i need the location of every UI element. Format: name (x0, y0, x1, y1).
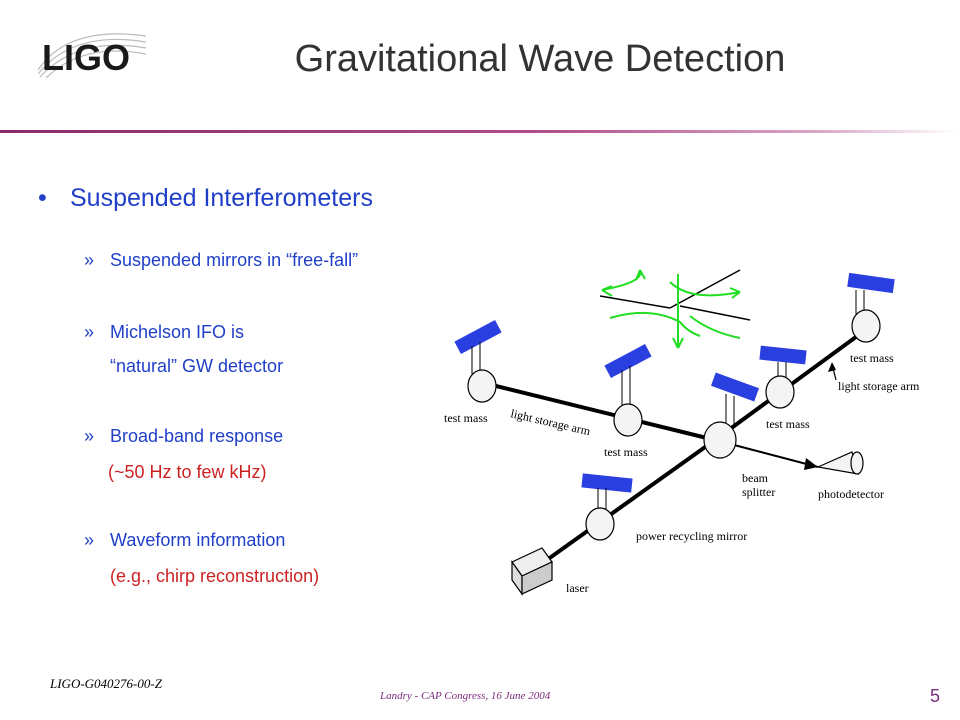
gw-wave-icon (599, 269, 751, 349)
main-bullet: • Suspended Interferometers (38, 184, 373, 213)
sub-glyph: » (84, 426, 95, 446)
sub-item-3: » Broad-band response (84, 426, 283, 447)
photodetector-icon (815, 451, 864, 475)
sub-glyph: » (84, 322, 95, 342)
sub-item-1: » Suspended mirrors in “free-fall” (84, 250, 358, 271)
test-mass-icons (467, 309, 881, 541)
label-test-mass-top: test mass (850, 351, 894, 365)
bullet-glyph: • (38, 184, 47, 212)
label-test-mass-right: test mass (766, 417, 810, 431)
sub-item-2-cont: “natural” GW detector (110, 356, 284, 376)
logo-text: LIGO (42, 37, 130, 78)
footer-doc-id: LIGO-G040276-00-Z (50, 676, 162, 691)
sub-item-2-text: Michelson IFO is (110, 322, 245, 342)
footer-center-text: Landry - CAP Congress, 16 June 2004 (380, 690, 551, 702)
beam-left-arm (479, 380, 716, 442)
beam-input (528, 438, 717, 574)
sub-item-1-text: Suspended mirrors in “free-fall” (110, 250, 359, 270)
sub-glyph: » (84, 530, 95, 550)
interferometer-diagram: test mass light storage arm test mass te… (440, 262, 940, 602)
suspension-wires (471, 290, 865, 512)
ligo-logo: LIGO (37, 30, 148, 79)
laser-icon (511, 547, 553, 596)
label-laser: laser (566, 581, 589, 595)
sub-item-4: » Waveform information (84, 530, 285, 551)
main-bullet-text: Suspended Interferometers (70, 184, 373, 212)
sub-item-4-cont: (e.g., chirp reconstruction) (110, 566, 320, 586)
header-divider (0, 130, 960, 133)
label-splitter: splitter (742, 485, 775, 499)
beam-splitter-icon (703, 421, 737, 459)
page-number: 5 (930, 686, 941, 706)
label-recycling: power recycling mirror (636, 529, 747, 543)
mirror-suspensions (454, 272, 895, 493)
label-beam: beam (742, 471, 769, 485)
sub-item-2: » Michelson IFO is (84, 322, 244, 343)
sub-item-3-cont: (~50 Hz to few kHz) (108, 462, 267, 482)
label-test-mass-left: test mass (444, 411, 488, 425)
sub-item-4-text: Waveform information (110, 530, 286, 550)
label-arm-left: light storage arm (509, 406, 592, 438)
label-test-mass-mid: test mass (604, 445, 648, 459)
page-title: Gravitational Wave Detection (294, 38, 786, 80)
label-photodetector: photodetector (818, 487, 884, 501)
sub-glyph: » (84, 250, 95, 270)
sub-item-3-text: Broad-band response (110, 426, 284, 446)
label-arm-right: light storage arm (838, 379, 920, 393)
